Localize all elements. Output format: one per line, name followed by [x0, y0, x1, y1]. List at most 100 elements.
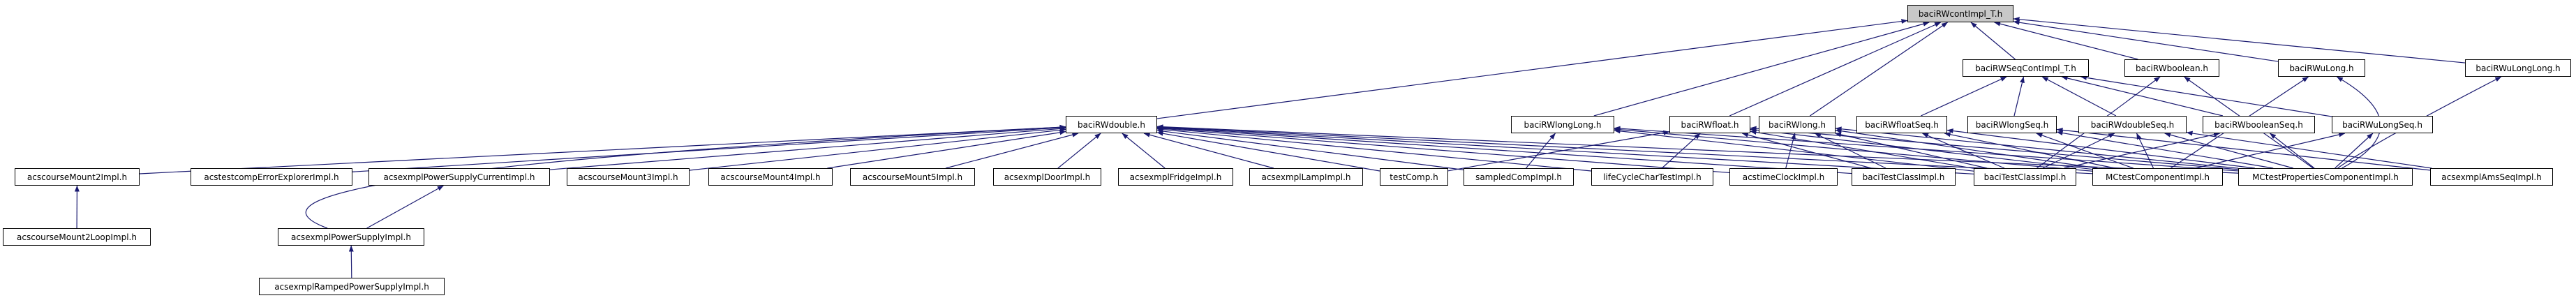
graph-node-label: acsexmplLampImpl.h [1261, 172, 1351, 182]
graph-node-mount3[interactable]: acscourseMount3Impl.h [567, 168, 690, 186]
include-edge-mount3-to-double [689, 128, 1066, 171]
graph-node-long[interactable]: baciRWlong.h [1759, 116, 1836, 133]
include-edge-ramped-to-powerSupply [348, 245, 354, 278]
graph-node-label: baciRWlongSeq.h [1975, 119, 2049, 130]
graph-node-label: acsexmplDoorImpl.h [1004, 172, 1091, 182]
graph-node-label: baciRWuLong.h [2289, 63, 2354, 73]
graph-node-testComp[interactable]: testComp.h [1380, 168, 1448, 186]
include-edge-baciTest2-to-doubleSeq [2042, 133, 2115, 169]
include-edge-lifeCycle-to-double [1156, 127, 1592, 172]
include-edge-mctestProps-to-long [1835, 126, 2239, 169]
graph-node-lifeCycle[interactable]: lifeCycleCharTestImpl.h [1591, 168, 1713, 186]
include-edge-mctestComp-to-longLong [1614, 127, 2093, 172]
include-edge-boolean-to-root [1994, 21, 2138, 60]
include-edge-baciTest2-to-floatSeq [1922, 133, 2005, 169]
include-edge-sampledComp-to-longLong [1526, 133, 1556, 169]
include-edge-clock-to-double [1156, 126, 1730, 174]
graph-node-lamp[interactable]: acsexmplLampImpl.h [1249, 168, 1363, 186]
include-edge-mctestComp-to-doubleSeq [2136, 133, 2154, 169]
include-edge-double-to-root [1156, 19, 1908, 119]
include-edge-uLongSeq-to-seqCont [2080, 75, 2332, 117]
include-edge-float-to-root [1729, 22, 1942, 117]
graph-node-label: acscourseMount2LoopImpl.h [17, 232, 137, 242]
graph-node-mount4[interactable]: acscourseMount4Impl.h [708, 168, 833, 186]
include-edge-errorExplorer-to-double [352, 125, 1066, 172]
include-edge-mctestComp-to-uLongSeq [2195, 132, 2346, 169]
graph-node-boolean[interactable]: baciRWboolean.h [2124, 59, 2219, 77]
graph-node-doubleSeq[interactable]: baciRWdoubleSeq.h [2078, 116, 2187, 133]
graph-node-uLongSeq[interactable]: baciRWuLongSeq.h [2332, 116, 2433, 133]
graph-node-mount2[interactable]: acscourseMount2Impl.h [15, 168, 140, 186]
graph-node-mount5[interactable]: acscourseMount5Impl.h [850, 168, 975, 186]
include-edge-longLong-to-root [1593, 21, 1930, 117]
include-edge-mctestComp-to-long [1835, 128, 2098, 169]
graph-node-label: sampledCompImpl.h [1475, 172, 1562, 182]
graph-node-mctestComp[interactable]: MCtestComponentImpl.h [2092, 168, 2223, 186]
include-edge-fridge-to-double [1122, 133, 1166, 169]
include-edge-mount2-to-double [139, 124, 1066, 174]
include-edge-sampledComp-to-double [1156, 128, 1464, 170]
include-edge-uLong-to-root [2013, 20, 2279, 62]
include-edge-mctestComp-to-floatSeq [1944, 132, 2115, 169]
include-edge-longSeq-to-seqCont [2013, 76, 2025, 117]
include-edge-mctestProps-to-doubleSeq [2164, 132, 2294, 169]
include-edge-baciTest2-to-double [1156, 125, 1974, 174]
graph-node-float[interactable]: baciRWfloat.h [1669, 116, 1750, 133]
graph-node-uLong[interactable]: baciRWuLong.h [2278, 59, 2365, 77]
include-edge-powerSupply-to-psCurrent [366, 185, 444, 229]
graph-node-longLong[interactable]: baciRWlongLong.h [1511, 116, 1614, 133]
graph-node-label: baciRWSeqContImpl_T.h [1975, 63, 2076, 73]
graph-node-errorExplorer[interactable]: acstestcompErrorExplorerImpl.h [191, 168, 352, 186]
graph-node-label: baciRWlong.h [1769, 119, 1826, 130]
graph-node-powerSupply[interactable]: acsexmplPowerSupplyImpl.h [278, 228, 424, 246]
graph-node-label: acscourseMount5Impl.h [862, 172, 963, 182]
graph-node-double[interactable]: baciRWdouble.h [1066, 116, 1157, 133]
graph-node-label: acscourseMount4Impl.h [720, 172, 821, 182]
include-edge-baciTest2-to-float [1750, 130, 1974, 169]
include-edge-seqCont-to-root [1970, 22, 2016, 60]
graph-node-label: baciRWbooleanSeq.h [2214, 119, 2303, 130]
graph-node-label: baciRWuLongLong.h [2476, 63, 2561, 73]
graph-node-baciTest2[interactable]: baciTestClassImpl.h [1974, 168, 2076, 186]
graph-node-mount2loop[interactable]: acscourseMount2LoopImpl.h [3, 228, 151, 246]
include-edge-testComp-to-double [1156, 131, 1380, 172]
graph-node-label: baciRWboolean.h [2135, 63, 2208, 73]
graph-node-fridge[interactable]: acsexmplFridgeImpl.h [1118, 168, 1233, 186]
graph-node-seqCont[interactable]: baciRWSeqContImpl_T.h [1963, 59, 2089, 77]
include-edge-mctestComp-to-longSeq [2036, 133, 2134, 169]
graph-node-label: baciTestClassImpl.h [1862, 172, 1945, 182]
include-edge-psCurrent-to-double [549, 126, 1066, 170]
include-edge-long-to-root [1810, 22, 1948, 117]
graph-node-label: acscourseMount3Impl.h [578, 172, 678, 182]
include-edge-mctestProps-to-longSeq [2056, 131, 2274, 169]
graph-node-clock[interactable]: acstimeClockImpl.h [1729, 168, 1838, 186]
graph-node-door[interactable]: acsexmplDoorImpl.h [993, 168, 1101, 186]
graph-node-label: acstestcompErrorExplorerImpl.h [204, 172, 339, 182]
graph-node-psCurrent[interactable]: acsexmplPowerSupplyCurrentImpl.h [368, 168, 550, 186]
graph-node-label: baciRWcontImpl_T.h [1918, 8, 2003, 19]
graph-node-uLongLong[interactable]: baciRWuLongLong.h [2465, 59, 2571, 77]
include-edge-mctestProps-to-longLong [1614, 126, 2239, 172]
graph-node-sampledComp[interactable]: sampledCompImpl.h [1464, 168, 1574, 186]
include-edge-mctestComp-to-double [1156, 124, 2093, 174]
graph-node-label: MCtestComponentImpl.h [2105, 172, 2210, 182]
graph-node-label: lifeCycleCharTestImpl.h [1603, 172, 1702, 182]
include-edge-floatSeq-to-seqCont [1921, 76, 2007, 117]
graph-node-mctestProps[interactable]: MCtestPropertiesComponentImpl.h [2238, 168, 2413, 186]
graph-node-amsSeq[interactable]: acsexmplAmsSeqImpl.h [2430, 168, 2553, 186]
graph-node-ramped[interactable]: acsexmplRampedPowerSupplyImpl.h [259, 278, 445, 295]
include-edge-mount4-to-double [827, 130, 1066, 169]
graph-node-baciTest1[interactable]: baciTestClassImpl.h [1852, 168, 1956, 186]
include-edge-booleanSeq-to-seqCont [2061, 75, 2224, 117]
graph-node-booleanSeq[interactable]: baciRWbooleanSeq.h [2203, 116, 2315, 133]
graph-node-label: baciRWdoubleSeq.h [2090, 119, 2175, 130]
include-edge-mctestProps-to-float [1750, 126, 2239, 170]
graph-node-label: acsexmplRampedPowerSupplyImpl.h [274, 281, 429, 292]
graph-node-label: baciRWdouble.h [1078, 119, 1145, 130]
include-edge-uLongLong-to-root [2013, 17, 2466, 64]
graph-node-label: baciRWuLongSeq.h [2342, 119, 2422, 130]
graph-node-longSeq[interactable]: baciRWlongSeq.h [1967, 116, 2057, 133]
graph-node-floatSeq[interactable]: baciRWfloatSeq.h [1856, 116, 1947, 133]
include-edge-amsSeq-to-doubleSeq [2186, 131, 2432, 169]
